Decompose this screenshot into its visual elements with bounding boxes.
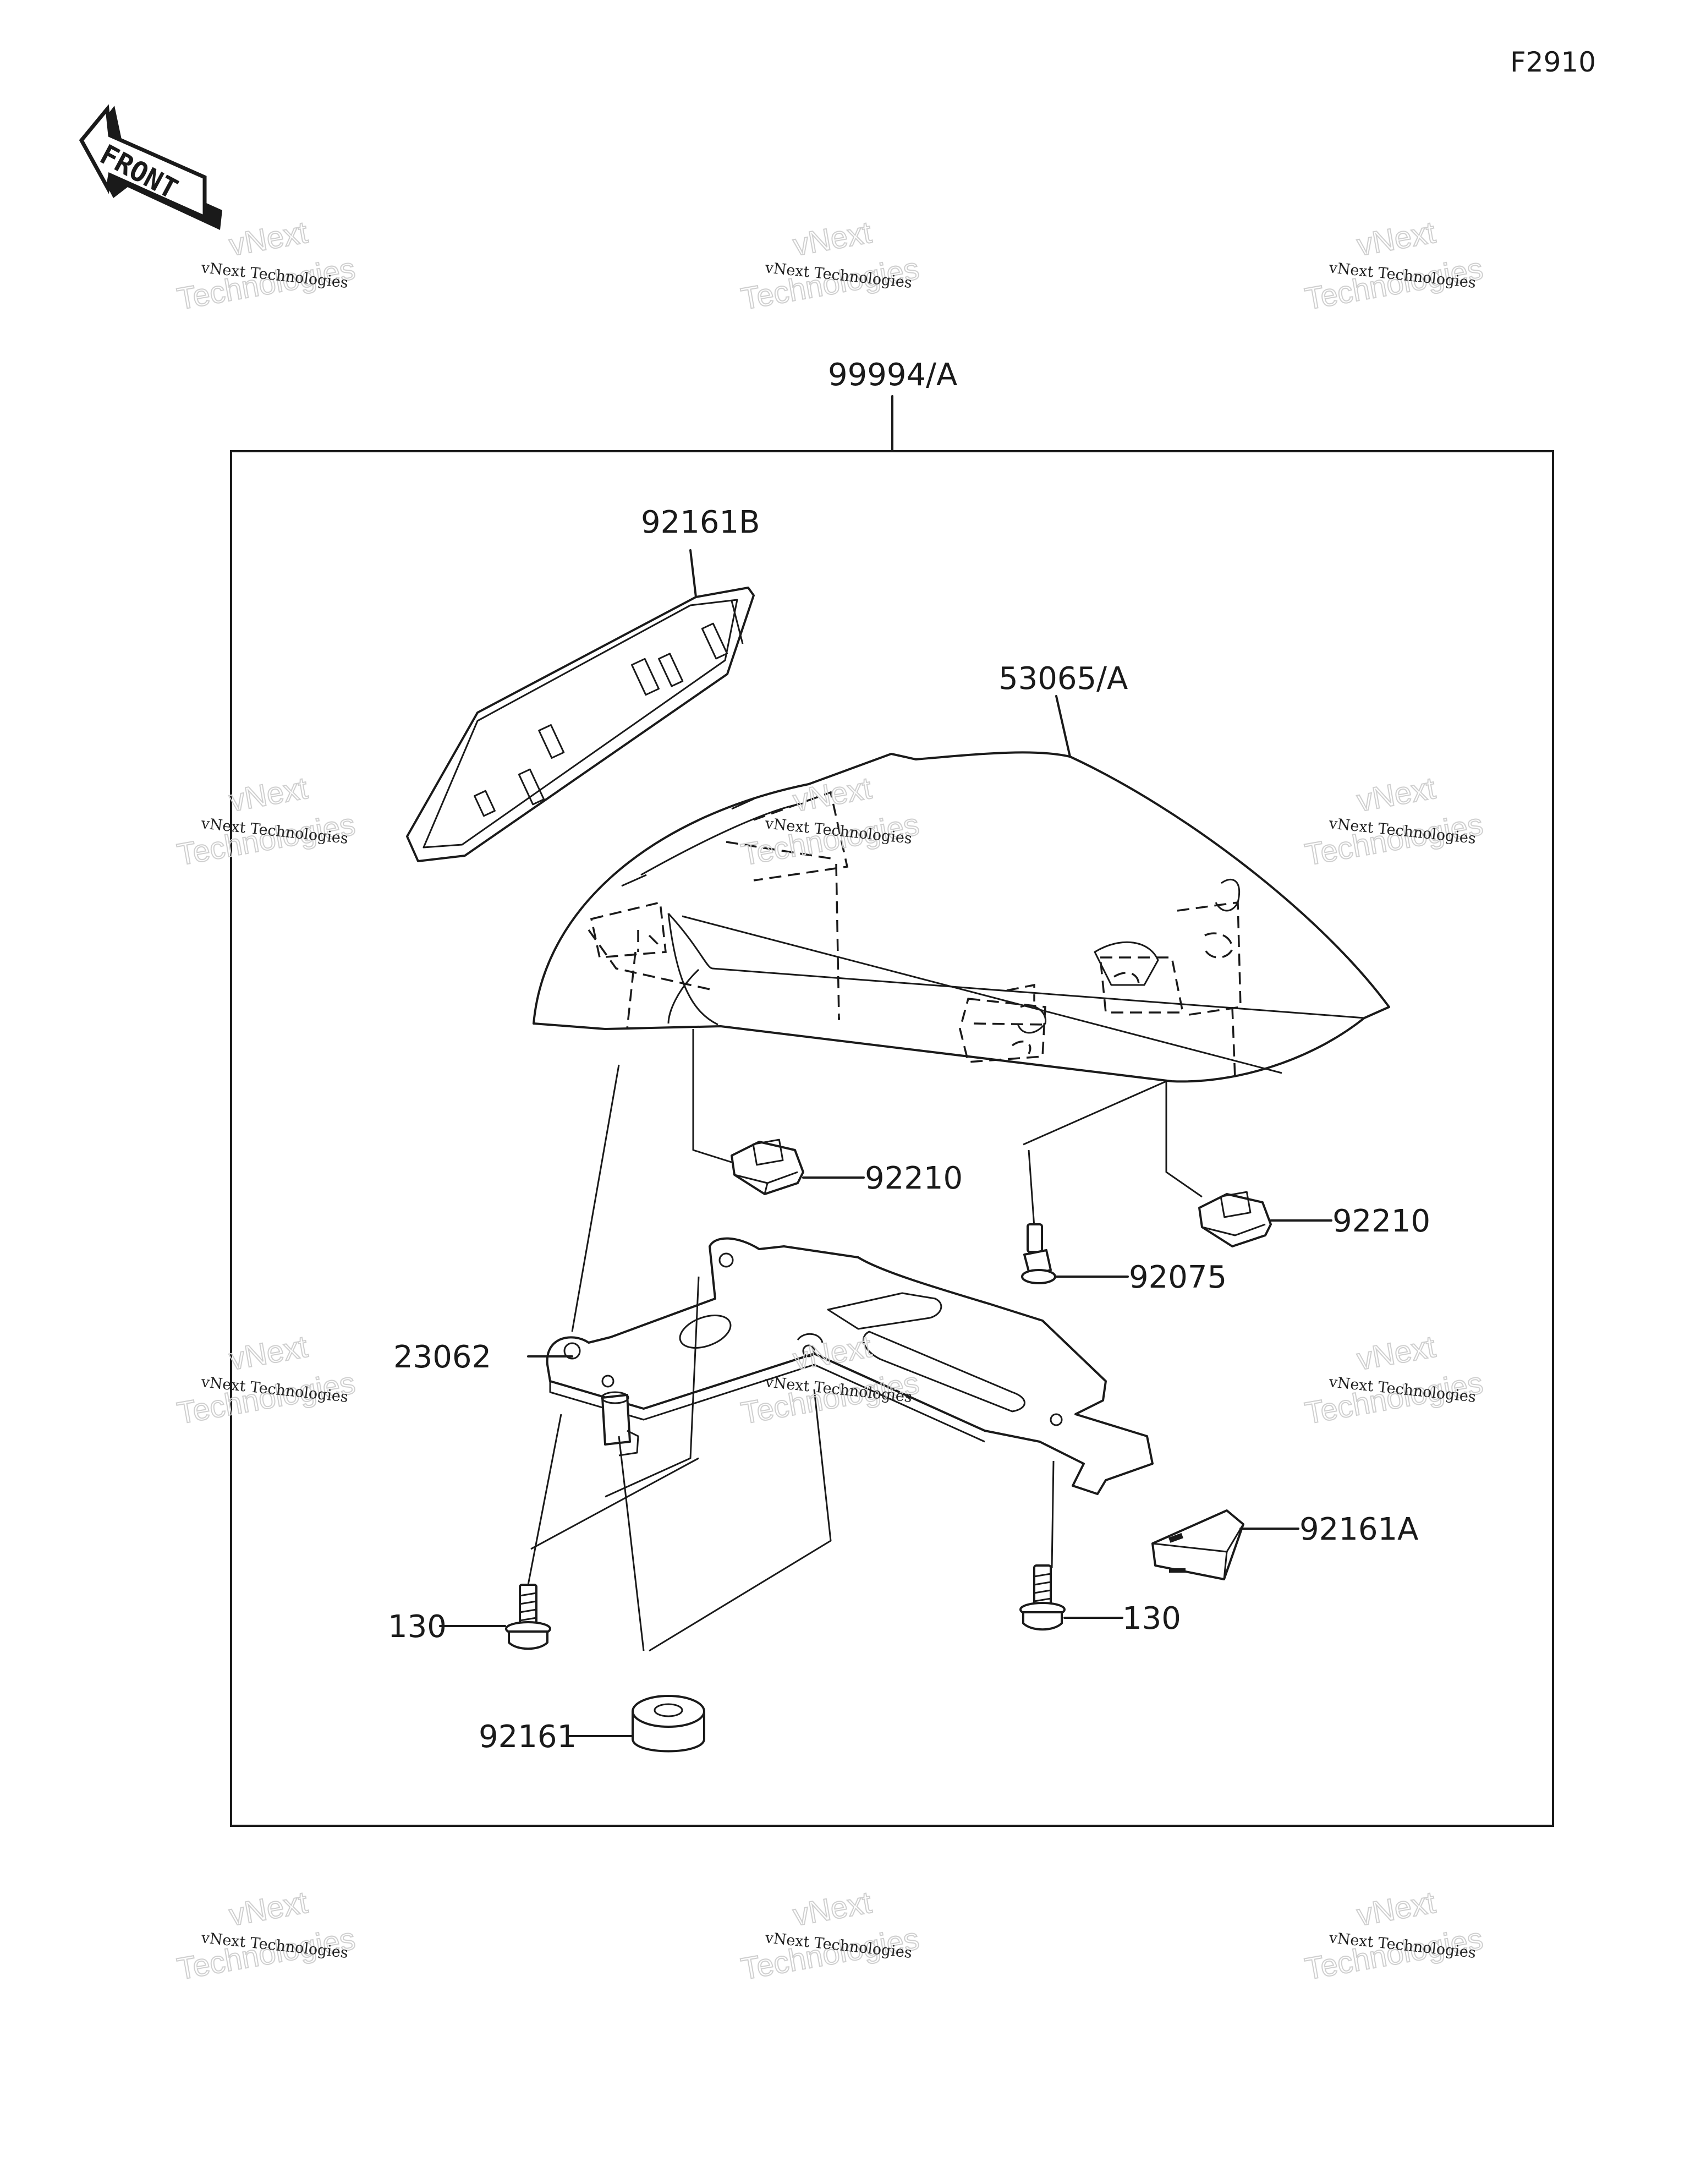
label-92210-left: 92210 <box>865 1161 963 1196</box>
seat-cowl-part <box>533 751 1390 1083</box>
watermark: vNext Technologies vNext Technologies <box>1302 1328 1486 1431</box>
label-92161: 92161 <box>479 1719 577 1755</box>
label-99994a: 99994/A <box>828 357 957 393</box>
label-23062: 23062 <box>393 1339 491 1375</box>
watermark: vNext Technologies vNext Technologies <box>174 214 358 317</box>
watermark-grid: vNext Technologies vNext Technologies vN… <box>174 214 1486 1987</box>
watermark: vNext Technologies vNext Technologies <box>174 1884 358 1987</box>
bracket-pad-part <box>1151 1509 1244 1580</box>
watermark: vNext Technologies vNext Technologies <box>1302 214 1486 317</box>
nut-right-part <box>1198 1191 1272 1247</box>
watermark: vNext Technologies vNext Technologies <box>738 1884 922 1987</box>
front-arrow-icon: FRONT <box>79 104 222 230</box>
bolt-left-part <box>505 1584 551 1650</box>
svg-text:vNext: vNext <box>791 215 874 262</box>
svg-text:vNext: vNext <box>227 1885 310 1933</box>
figure-number: F2910 <box>1510 46 1596 78</box>
damper-part <box>632 1695 705 1753</box>
svg-text:vNext: vNext <box>227 215 310 262</box>
svg-text:vNext: vNext <box>1354 1885 1438 1933</box>
label-92210-right: 92210 <box>1332 1203 1430 1239</box>
bracket-part <box>546 1237 1154 1495</box>
label-130-left: 130 <box>388 1609 447 1645</box>
light-cover-part <box>406 587 755 862</box>
label-92161b: 92161B <box>641 505 760 540</box>
label-130-right: 130 <box>1122 1601 1181 1636</box>
label-92161a: 92161A <box>1299 1512 1418 1547</box>
svg-text:vNext: vNext <box>791 1885 874 1933</box>
label-92075: 92075 <box>1129 1260 1227 1295</box>
svg-text:vNext: vNext <box>1354 1329 1438 1377</box>
watermark: vNext Technologies vNext Technologies <box>1302 770 1486 873</box>
watermark: vNext Technologies vNext Technologies <box>174 1328 358 1431</box>
nut-left-part <box>731 1138 804 1195</box>
bolt-right-part <box>1019 1564 1066 1631</box>
label-53065a: 53065/A <box>998 661 1128 697</box>
screw-center-part <box>1021 1223 1056 1284</box>
watermark: vNext Technologies vNext Technologies <box>174 770 358 873</box>
svg-text:vNext: vNext <box>1354 215 1438 262</box>
svg-text:vNext: vNext <box>227 770 310 818</box>
watermark: vNext Technologies vNext Technologies <box>738 214 922 317</box>
svg-text:vNext: vNext <box>227 1329 310 1377</box>
watermark: vNext Technologies vNext Technologies <box>1302 1884 1486 1987</box>
svg-text:vNext: vNext <box>1354 770 1438 818</box>
